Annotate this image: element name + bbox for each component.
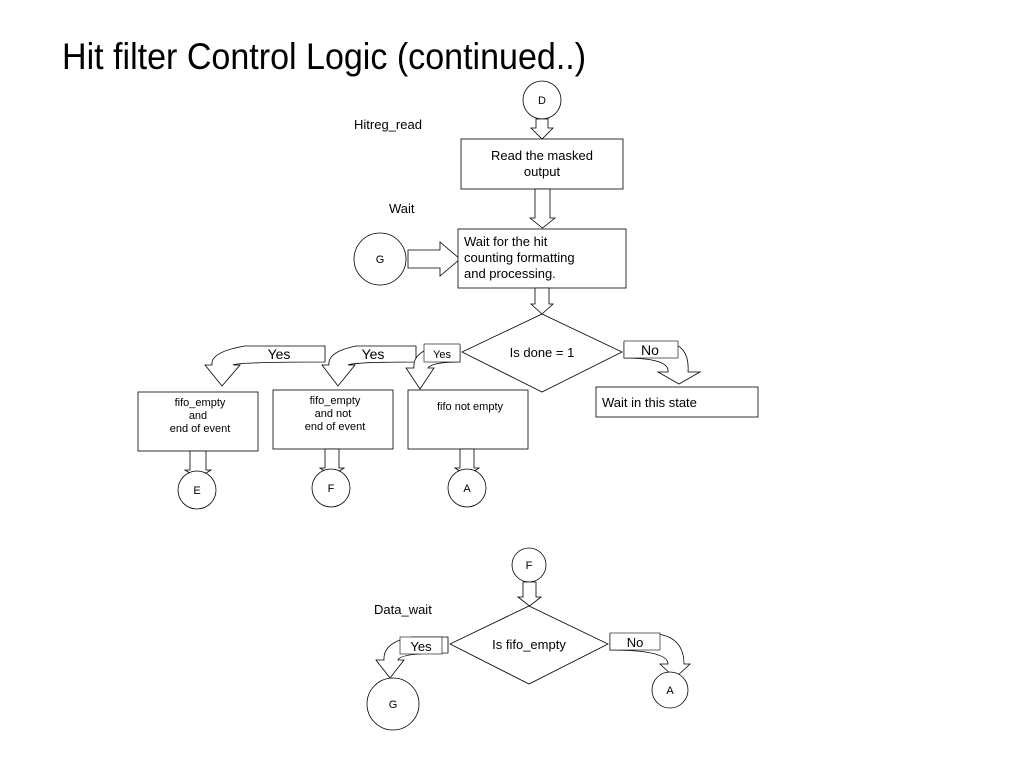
state-label-hitreg-read: Hitreg_read: [354, 117, 422, 132]
connector-f: F: [311, 468, 351, 508]
arrow-g-to-wait: [407, 241, 461, 277]
yes-branch-to-g: Yes: [375, 636, 449, 679]
connector-a-exit: A: [651, 671, 689, 709]
svg-text:and: and: [189, 410, 207, 422]
svg-text:end of event: end of event: [170, 423, 231, 435]
svg-text:F: F: [526, 560, 533, 572]
decision-is-done: Is done = 1: [461, 313, 623, 393]
svg-text:Yes: Yes: [433, 349, 451, 361]
svg-text:G: G: [376, 254, 385, 266]
state-label-data-wait: Data_wait: [374, 602, 432, 617]
connector-d: D: [522, 80, 562, 120]
svg-text:and not: and not: [315, 408, 352, 420]
connector-f-entry: F: [511, 547, 547, 583]
svg-text:F: F: [328, 483, 335, 495]
read-masked-output-box: Read the masked output: [460, 138, 624, 190]
arrow-f-to-decision: [516, 581, 543, 607]
svg-text:fifo_empty: fifo_empty: [175, 397, 226, 409]
connector-a: A: [447, 468, 487, 508]
svg-text:fifo not empty: fifo not empty: [437, 401, 504, 413]
svg-text:fifo_empty: fifo_empty: [310, 395, 361, 407]
svg-text:Is done = 1: Is done = 1: [510, 345, 575, 360]
svg-text:Yes: Yes: [410, 639, 432, 654]
svg-text:Wait for the hit: Wait for the hit: [464, 234, 548, 249]
svg-text:Is fifo_empty: Is fifo_empty: [492, 637, 566, 652]
decision-is-fifo-empty: Is fifo_empty: [449, 605, 609, 685]
no-branch-wait: No: [623, 340, 702, 385]
svg-text:No: No: [641, 342, 659, 358]
fifo-empty-not-end-of-event-box: fifo_empty and not end of event: [272, 389, 394, 450]
svg-text:Yes: Yes: [362, 346, 385, 362]
svg-text:and processing.: and processing.: [464, 266, 556, 281]
connector-g-exit: G: [366, 677, 420, 731]
arrow-wait-to-decision: [529, 287, 555, 315]
wait-in-this-state-box: Wait in this state: [595, 386, 759, 418]
no-branch-to-a: No: [609, 632, 692, 679]
fifo-not-empty-box: fifo not empty: [407, 389, 529, 450]
svg-text:end of event: end of event: [305, 421, 366, 433]
state-label-wait: Wait: [389, 201, 415, 216]
svg-text:No: No: [627, 635, 644, 650]
svg-text:output: output: [524, 164, 561, 179]
svg-text:D: D: [538, 95, 546, 107]
connector-g: G: [353, 232, 407, 286]
svg-text:G: G: [389, 699, 398, 711]
wait-processing-box: Wait for the hit counting formatting and…: [457, 228, 627, 289]
slide-title: Hit filter Control Logic (continued..): [62, 36, 587, 77]
svg-text:Read the masked: Read the masked: [491, 148, 593, 163]
arrow-d-to-read: [530, 118, 554, 140]
yes-branch-end-of-event: Yes: [204, 345, 326, 387]
arrow-read-to-wait: [528, 188, 557, 229]
svg-text:E: E: [193, 485, 200, 497]
connector-e: E: [177, 470, 217, 510]
svg-text:A: A: [463, 483, 471, 495]
yes-branch-fifo-not-empty: Yes: [405, 343, 461, 390]
svg-text:A: A: [666, 685, 674, 697]
svg-text:counting formatting: counting formatting: [464, 250, 575, 265]
yes-branch-not-end-of-event: Yes: [321, 345, 417, 387]
fifo-empty-end-of-event-box: fifo_empty and end of event: [137, 391, 259, 452]
svg-text:Yes: Yes: [268, 346, 291, 362]
svg-text:Wait in this state: Wait in this state: [602, 395, 697, 410]
